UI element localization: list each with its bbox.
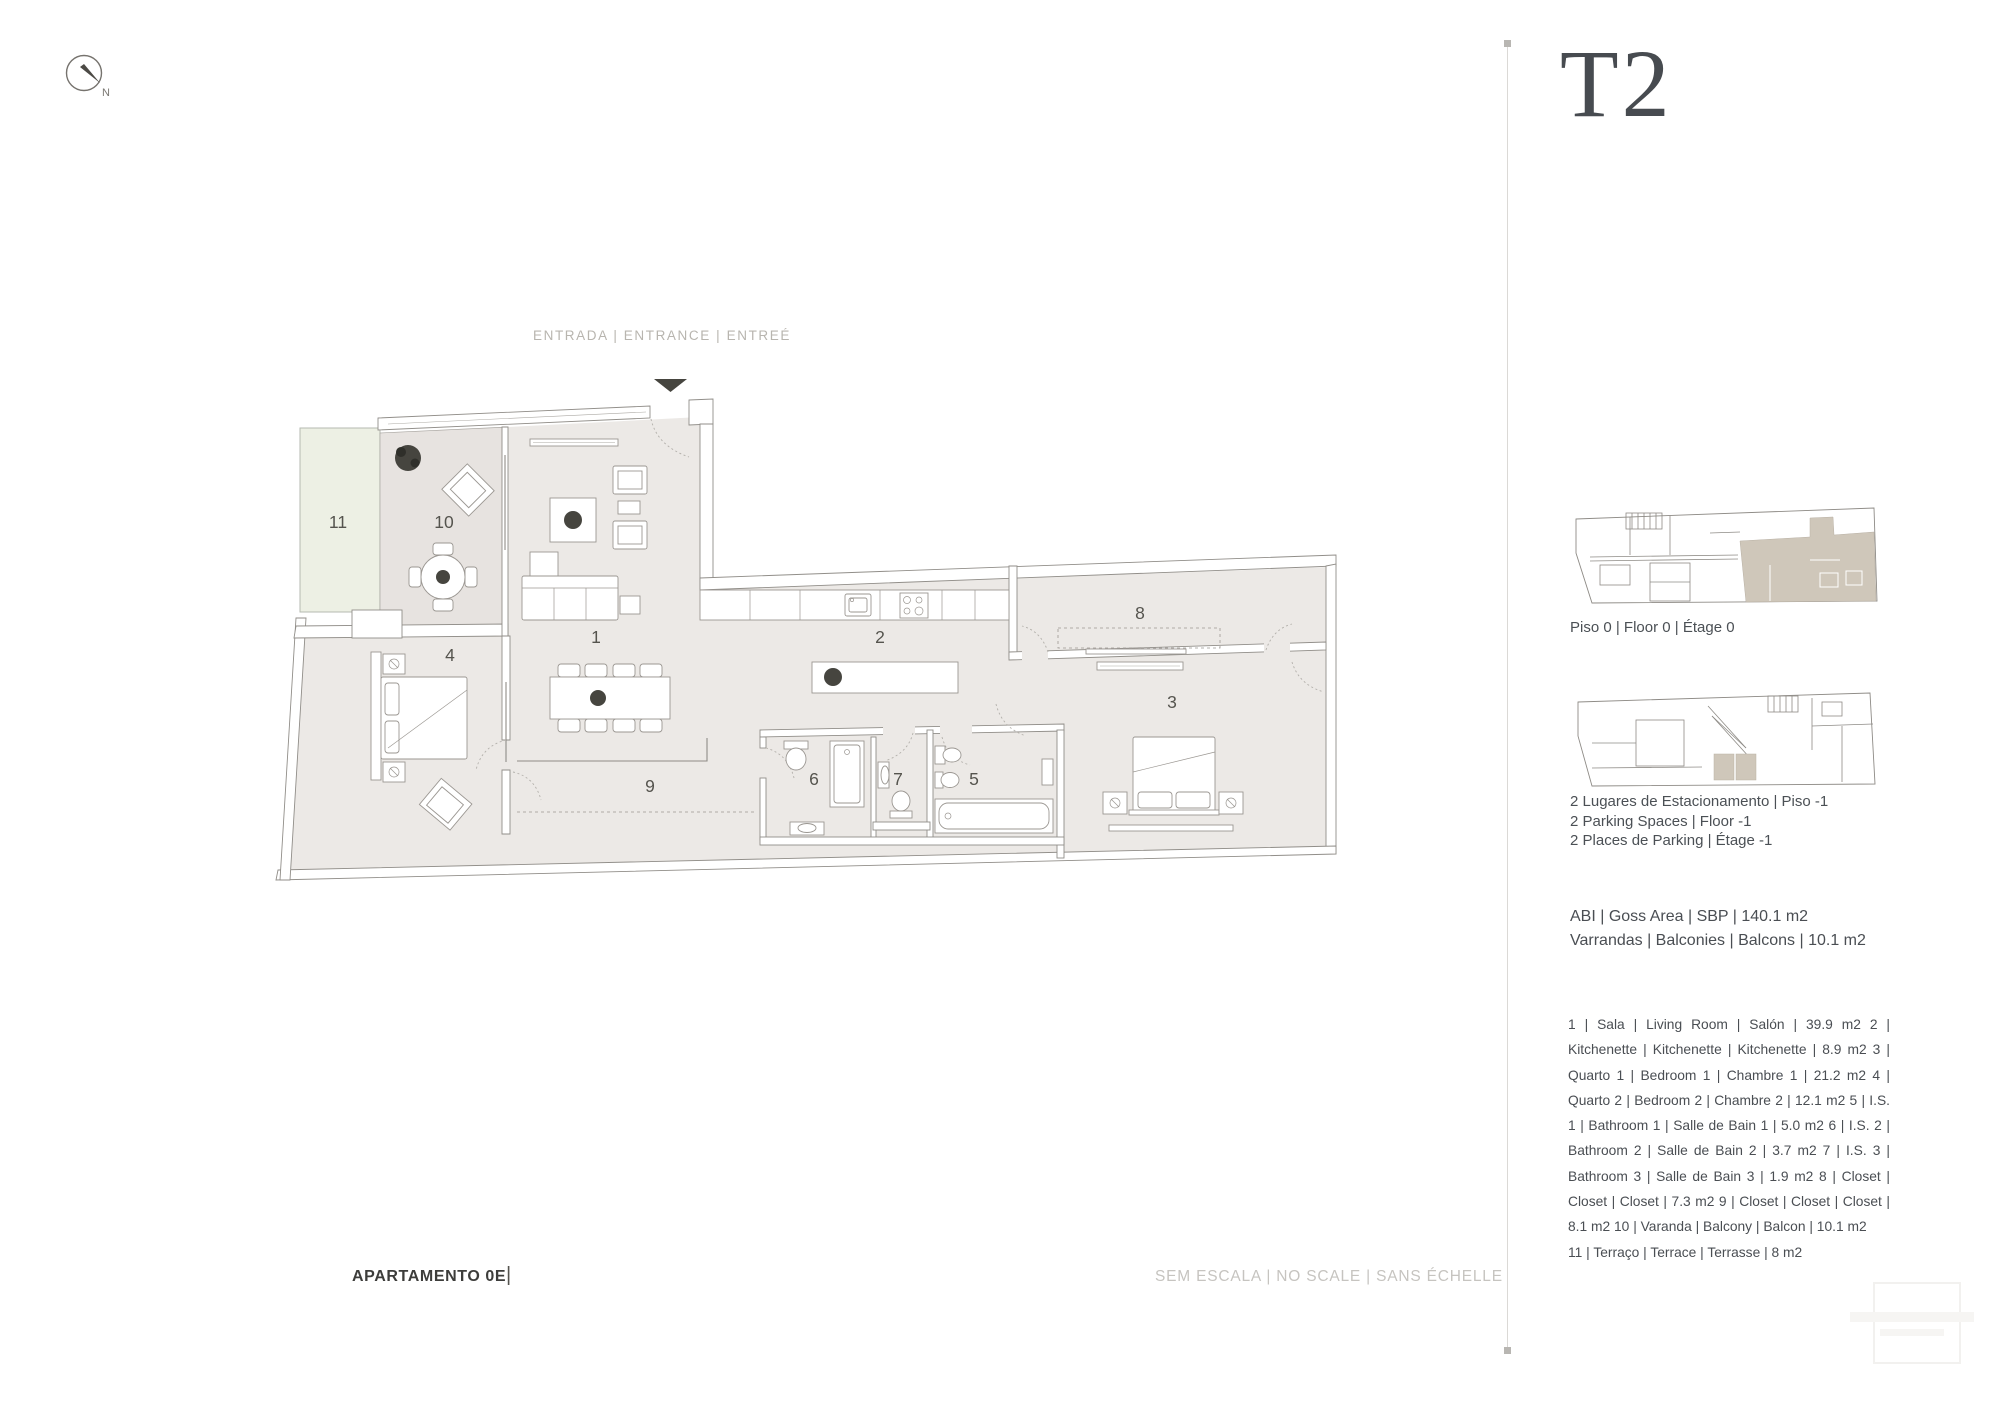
headboard <box>370 651 382 781</box>
room-label-6: 6 <box>809 769 819 789</box>
floor-0-thumbnail <box>1575 507 1878 604</box>
unit-type-title: T2 <box>1560 30 1673 137</box>
closet-8 <box>1057 627 1221 655</box>
room-label-7: 7 <box>893 769 903 789</box>
watermark-logo <box>1873 1282 1961 1364</box>
compass-north-label: N <box>102 87 110 99</box>
floor-0-caption: Piso 0 | Floor 0 | Étage 0 <box>1570 619 1735 636</box>
compass-needle-icon <box>80 64 100 83</box>
coffee-table <box>549 497 597 543</box>
bedroom-2-furniture <box>370 651 473 831</box>
bathroom-1-fixtures <box>934 745 1054 834</box>
living-room-furniture <box>521 438 671 733</box>
room-label-10: 10 <box>434 512 454 532</box>
legend-paragraph: 1 | Sala | Living Room | Salón | 39.9 m2… <box>1568 1017 1890 1235</box>
armchair <box>418 777 473 831</box>
dining-table <box>549 663 671 733</box>
parking-caption-en: 2 Parking Spaces | Floor -1 <box>1570 812 1752 830</box>
apartment-separator: | <box>506 1264 512 1286</box>
sink-icon <box>844 593 872 617</box>
room-label-11: 11 <box>329 512 347 532</box>
parking-thumbnail <box>1577 692 1876 787</box>
door-arcs <box>475 418 1325 801</box>
bathroom-2-fixtures <box>783 740 865 836</box>
sink-icon <box>789 821 825 836</box>
shower <box>829 740 865 808</box>
room-label-1: 1 <box>591 627 601 647</box>
kitchen-island <box>811 661 959 694</box>
stove-icon <box>899 592 929 619</box>
sink-icon <box>934 745 962 765</box>
unit-highlight <box>1739 516 1877 603</box>
parking-caption-pt: 2 Lugares de Estacionamento | Piso -1 <box>1570 793 1829 810</box>
closet-9-lines <box>517 738 757 813</box>
bed-bench <box>1108 824 1234 832</box>
nightstand <box>382 653 406 675</box>
kitchen-furniture <box>699 589 1010 694</box>
divider-line <box>1507 47 1508 1347</box>
armchair <box>612 520 648 550</box>
legend-terrace-line: 11 | Terraço | Terrace | Terrasse | 8 m2 <box>1568 1244 1803 1260</box>
room-label-2: 2 <box>875 627 885 647</box>
apartment-name: APARTAMENTO 0E <box>352 1268 507 1285</box>
compass-circle <box>65 54 103 92</box>
balconies-area: Varrandas | Balconies | Balcons | 10.1 m… <box>1570 932 1866 949</box>
parking-captions: 2 Lugares de Estacionamento | Piso -1 2 … <box>1570 792 1828 851</box>
room-label-3: 3 <box>1167 692 1177 712</box>
entrance-arrow-icon <box>654 379 687 392</box>
bed-bedroom-2 <box>380 676 468 760</box>
armchair <box>612 465 648 495</box>
compass: N <box>65 54 110 99</box>
divider-top-marker <box>1504 40 1511 47</box>
toilet-icon <box>889 790 913 819</box>
apartment-interior <box>286 417 1328 872</box>
walls <box>275 398 1337 881</box>
watermark-text-bar <box>1880 1329 1944 1336</box>
scale-note: SEM ESCALA | NO SCALE | SANS ÉCHELLE <box>1155 1268 1503 1285</box>
room-legend: 1 | Sala | Living Room | Salón | 39.9 m2… <box>1568 1012 1890 1265</box>
area-summary: ABI | Goss Area | SBP | 140.1 m2 Varrand… <box>1570 905 1866 953</box>
room-label-4: 4 <box>445 645 455 665</box>
plant-icon <box>395 445 421 471</box>
room-label-8: 8 <box>1135 603 1145 623</box>
watermark-text-bar <box>1850 1312 1974 1322</box>
room-label-5: 5 <box>969 769 979 789</box>
nightstand <box>1218 791 1244 815</box>
floor-plan: ENTRADA | ENTRANCE | ENTREÉ <box>275 328 1337 881</box>
nightstand <box>1102 791 1128 815</box>
bed-bedroom-1 <box>1128 736 1220 816</box>
bathroom-3-fixtures <box>877 761 913 819</box>
side-table <box>617 500 641 515</box>
sink-icon <box>877 761 890 789</box>
sofa <box>521 551 641 621</box>
balcony-furniture <box>395 445 495 612</box>
toilet-icon <box>934 771 960 789</box>
entrance-label: ENTRADA | ENTRANCE | ENTREÉ <box>533 328 791 343</box>
parking-space-highlight <box>1713 753 1735 781</box>
round-table <box>408 542 478 612</box>
gross-area: ABI | Goss Area | SBP | 140.1 m2 <box>1570 908 1809 925</box>
lounge-chair <box>441 463 495 517</box>
towel-radiator <box>1041 758 1054 786</box>
bathtub <box>934 798 1054 834</box>
parking-space-highlight <box>1735 753 1757 781</box>
divider-bottom-marker <box>1504 1347 1511 1354</box>
room-label-9: 9 <box>645 776 655 796</box>
nightstand <box>382 761 406 783</box>
toilet-icon <box>785 747 807 771</box>
bedroom-1-furniture <box>1096 661 1244 832</box>
parking-caption-fr: 2 Places de Parking | Étage -1 <box>1570 832 1773 849</box>
